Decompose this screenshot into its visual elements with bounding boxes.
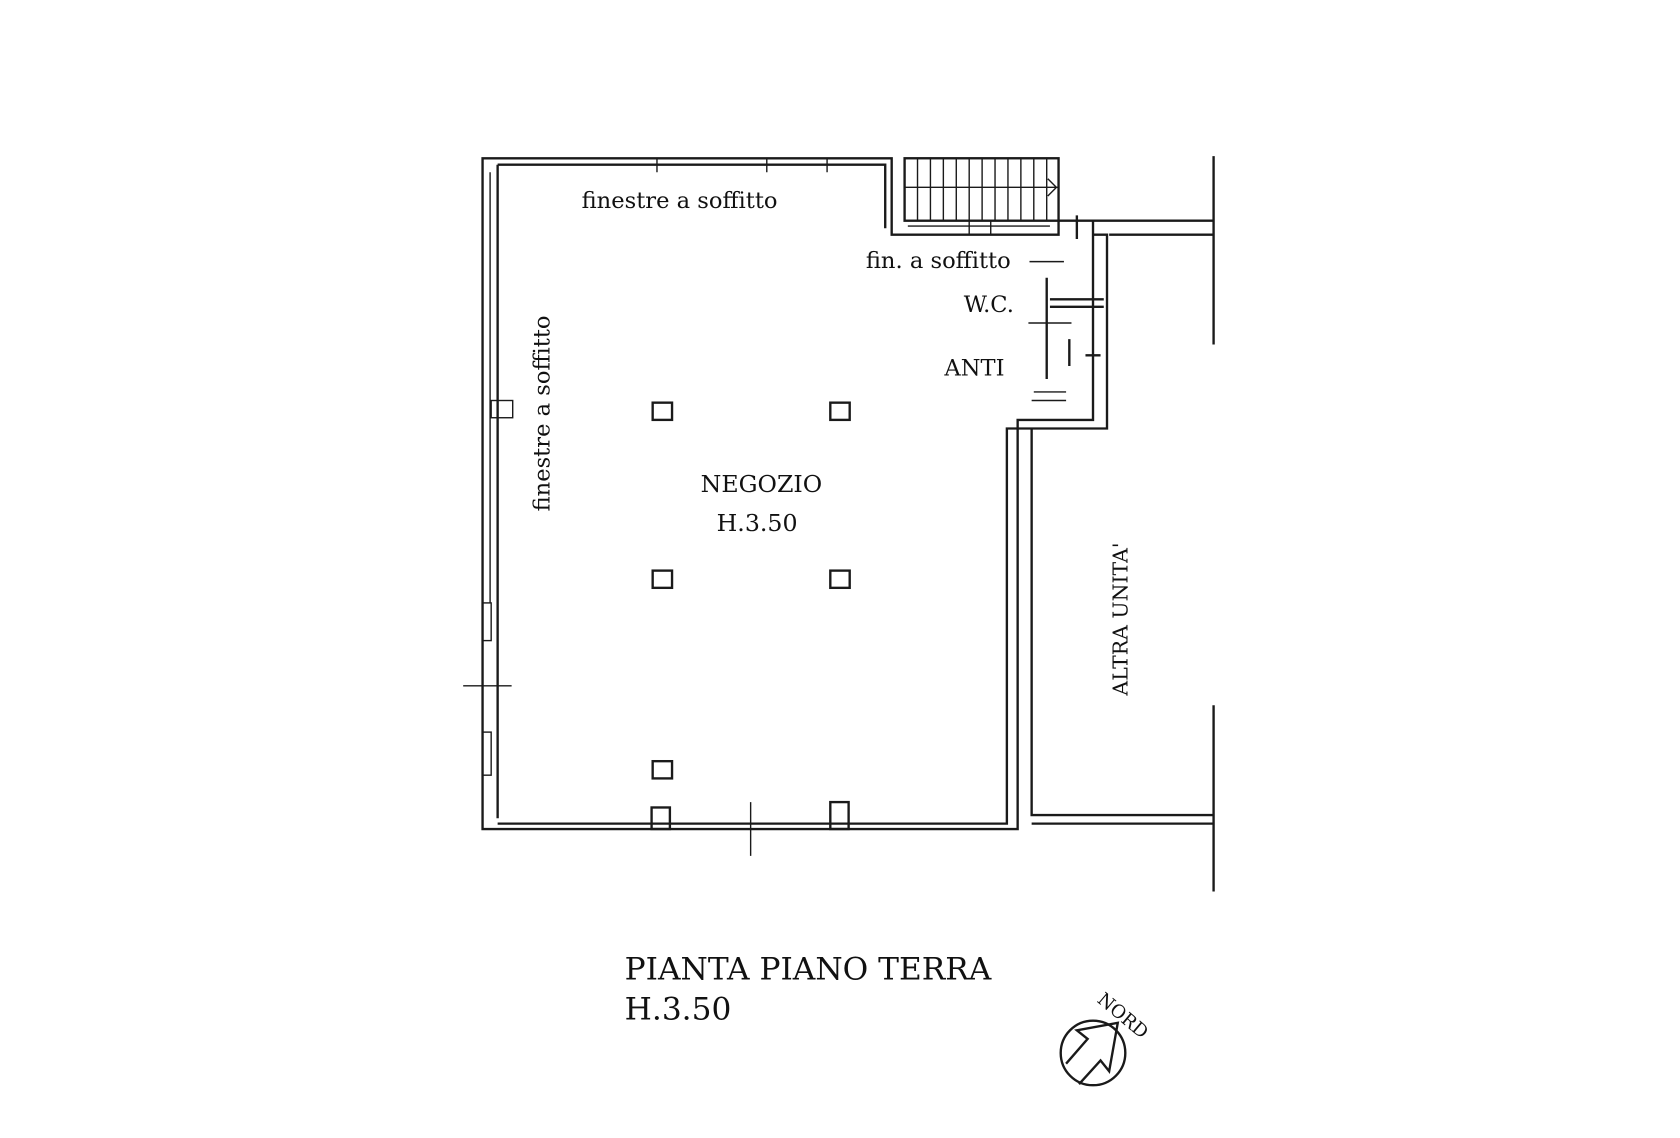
left-windows-note: finestre a soffitto (529, 315, 555, 511)
north-label: NORD (1093, 989, 1152, 1043)
top-windows-note: finestre a soffitto (582, 188, 778, 214)
wc-partitions (1028, 215, 1104, 402)
other-unit-walls (1030, 156, 1215, 892)
plan-height: H.3.50 (625, 992, 732, 1028)
shop-height: H.3.50 (717, 509, 798, 537)
columns (650, 401, 851, 831)
north-arrow-icon: NORD (1059, 989, 1152, 1087)
shop-name: NEGOZIO (701, 470, 823, 498)
anti-label: ANTI (943, 356, 1004, 382)
wc-label: W.C. (964, 292, 1014, 318)
small-window-note: fin. a soffitto (866, 248, 1011, 274)
entrance-marks (463, 685, 752, 856)
plan-title: PIANTA PIANO TERRA (625, 952, 992, 988)
staircase (903, 157, 1060, 235)
other-unit-label: ALTRA UNITA' (1108, 543, 1132, 697)
